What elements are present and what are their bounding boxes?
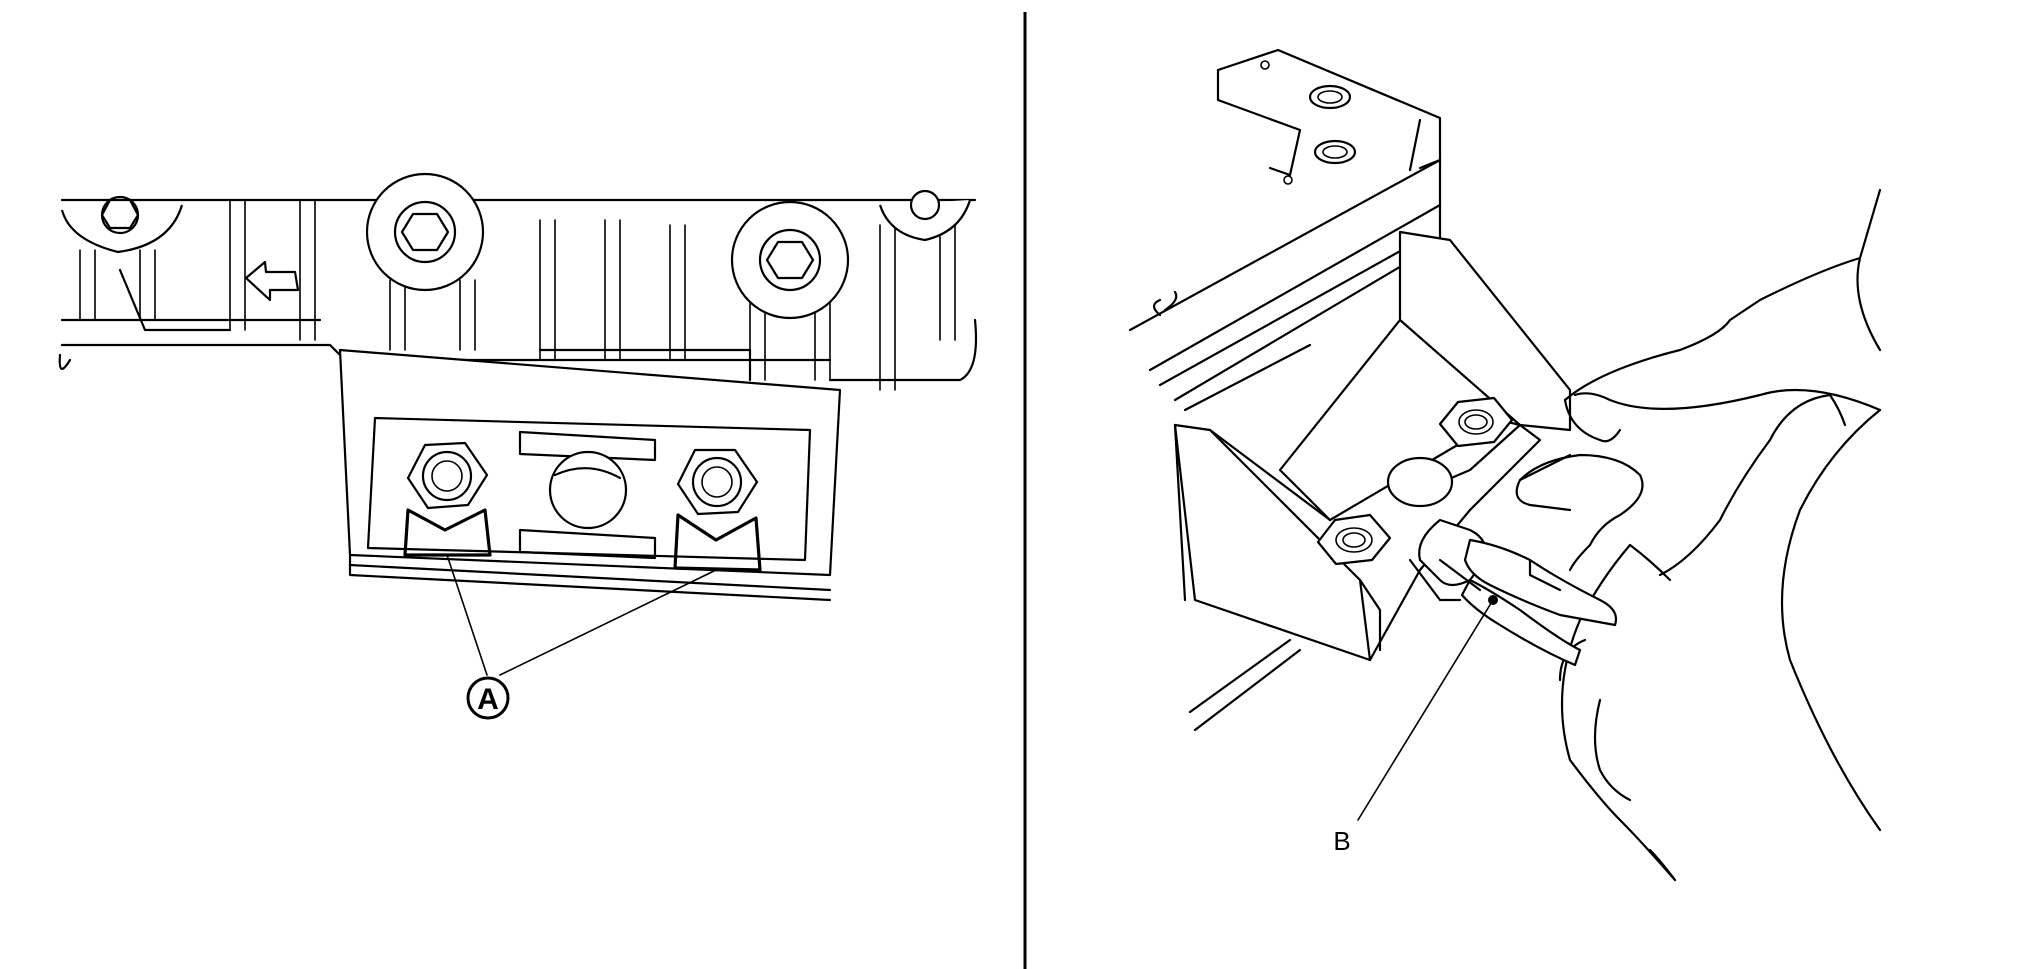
bolt-head-1 [60,195,184,254]
callout-a-leader-1 [446,554,488,676]
bolt-head-3 [730,200,850,320]
left-panel-illustration: A [58,172,978,720]
bolt-head-4 [878,189,972,242]
center-hole [548,450,628,530]
callout-b-label: B [1333,826,1350,856]
center-hole-right [1386,456,1454,508]
hand [1515,188,1882,882]
callout-a: A [466,676,510,720]
nut-right [673,448,762,572]
nut-lower [1316,513,1392,566]
callout-a-leader-2 [499,569,717,676]
direction-arrow-icon [244,260,300,302]
bolt-head-2 [365,172,485,292]
nut-upper [1438,396,1514,448]
right-panel-illustration: B [1128,48,1882,882]
pliers-tool [1408,518,1618,667]
callout-a-label: A [477,683,499,716]
nut-left [403,441,492,557]
callout-b-leader [1357,599,1494,821]
